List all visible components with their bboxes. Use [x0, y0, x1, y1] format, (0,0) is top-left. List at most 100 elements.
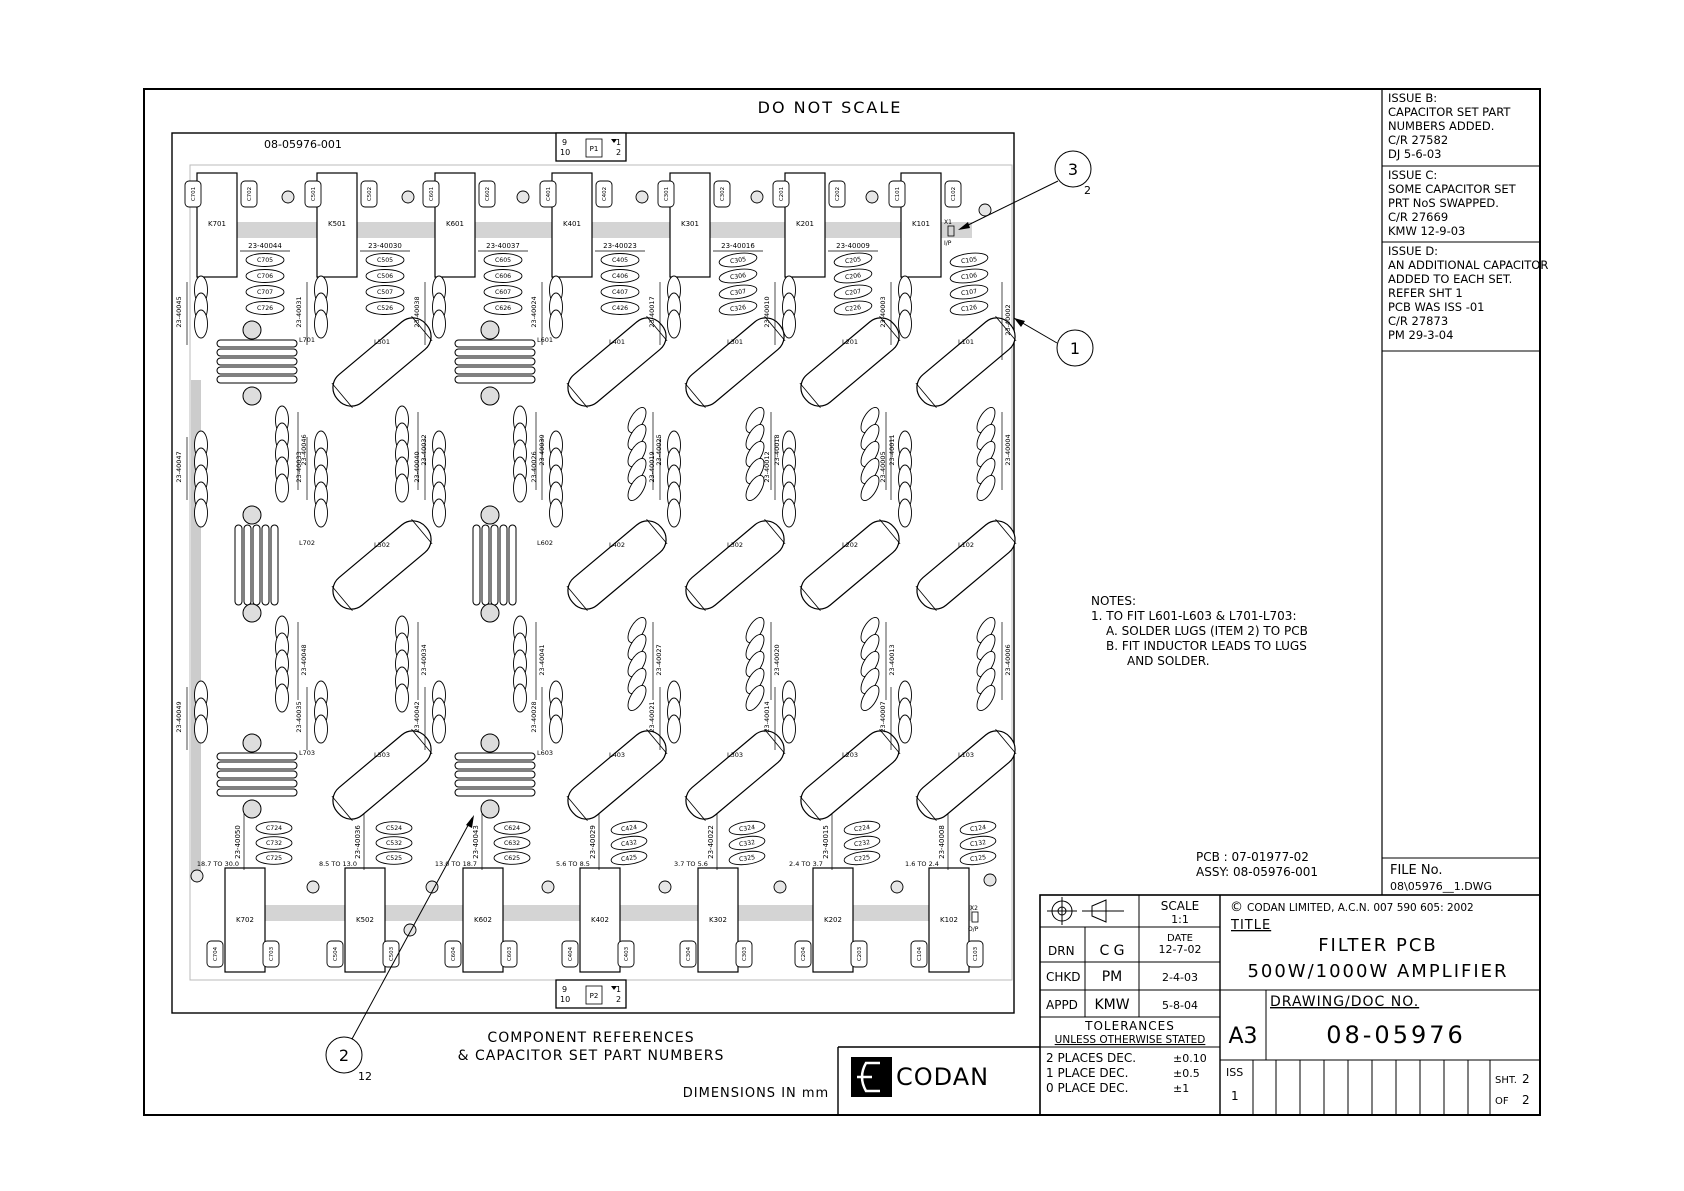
svg-text:C325: C325: [739, 854, 756, 863]
relay-cap-top-label: C202: [835, 187, 841, 201]
relay-top: [900, 172, 942, 278]
cap-stack-right: [745, 684, 765, 712]
inductor-label: L302: [727, 541, 743, 549]
appd-role: APPD: [1046, 998, 1078, 1012]
title-line-2: 500W/1000W AMPLIFIER: [1247, 961, 1508, 982]
relay-cap-top: [184, 180, 202, 208]
relay-cap-top: [539, 180, 557, 208]
inductor-label: L202: [842, 541, 858, 549]
cap-stack-right: [976, 423, 996, 451]
cap-set-number-left: 23-40005: [879, 451, 887, 482]
connector-p2-pin-10: 10: [560, 995, 570, 1004]
cap-bottom-set: C125: [959, 850, 997, 866]
cap-top-set: C606: [483, 269, 523, 283]
relay-bottom-label: K502: [356, 916, 374, 924]
cap-stack-left: [898, 309, 912, 339]
inductor-rod: [799, 316, 901, 408]
cap-stack-right: [860, 633, 880, 661]
relay-cap-top-label: C302: [720, 187, 726, 201]
appd-initials: KMW: [1094, 997, 1129, 1013]
do-not-scale-label: DO NOT SCALE: [758, 98, 903, 117]
inductor-rod: [684, 316, 786, 408]
issue-label: ISS: [1226, 1066, 1243, 1079]
svg-text:C426: C426: [612, 305, 628, 312]
note-line-2: A. SOLDER LUGS (ITEM 2) TO PCB: [1106, 624, 1308, 638]
mounting-hole: [541, 880, 555, 894]
note-line-4: AND SOLDER.: [1127, 654, 1210, 668]
inductor-label: L602: [537, 539, 553, 547]
cap-stack-right: [745, 667, 765, 695]
cap-bottom-set: C732: [255, 836, 293, 850]
cap-stack-right: [860, 616, 880, 644]
cap-set-number-right: 23-40018: [773, 434, 781, 465]
relay-top-label: K201: [796, 220, 814, 228]
revision-line: C/R 27582: [1388, 133, 1448, 147]
relay-cap-bottom-label: C603: [507, 946, 513, 961]
notes-heading: NOTES:: [1091, 594, 1136, 608]
svg-text:C407: C407: [612, 289, 628, 296]
svg-text:C524: C524: [386, 825, 402, 832]
frequency-range: 5.6 TO 8.5: [556, 860, 590, 868]
mounting-hole: [403, 923, 417, 937]
cap-bottom-set: C525: [375, 851, 413, 865]
relay-bottom-label: K702: [236, 916, 254, 924]
drawing-number-label: DRAWING/DOC NO.: [1270, 994, 1419, 1010]
svg-text:C726: C726: [257, 305, 273, 312]
cap-set-number-right: 23-40041: [538, 644, 546, 675]
cap-top-set: C205: [833, 252, 873, 268]
title-label: TITLE: [1230, 918, 1271, 933]
chkd-role: CHKD: [1046, 970, 1081, 984]
chkd-date: 2-4-03: [1162, 971, 1198, 984]
cap-bottom-set: C725: [255, 851, 293, 865]
assy-label: 08-05976-001: [264, 138, 342, 151]
revision-line: CAPACITOR SET PART: [1388, 105, 1511, 119]
relay-cap-bottom: [500, 940, 518, 968]
relay-cap-top: [888, 180, 906, 208]
cap-set-number-bottom: 23-40015: [822, 825, 830, 859]
cap-stack-right: [513, 473, 527, 503]
copyright-text: CODAN LIMITED, A.C.N. 007 590 605: 2002: [1247, 902, 1474, 914]
cap-stack-right: [976, 406, 996, 434]
cap-bottom-set: C524: [375, 821, 413, 835]
tolerance-1-place-label: 1 PLACE DEC.: [1046, 1066, 1128, 1080]
cap-stack-right: [627, 684, 647, 712]
output-ref: X2: [970, 905, 978, 912]
cap-stack-left: [667, 714, 681, 744]
mounting-hole: [306, 880, 320, 894]
cap-stack-right: [395, 683, 409, 713]
caption-line-1: COMPONENT REFERENCES: [487, 1030, 694, 1046]
cap-set-number-right: 23-40004: [1004, 434, 1012, 465]
cap-set-number-left: 23-40038: [413, 296, 421, 327]
cap-stack-left: [549, 714, 563, 744]
relay-cap-bottom: [735, 940, 753, 968]
cap-stack-left: [432, 498, 446, 528]
relay-top: [784, 172, 826, 278]
drn-initials: C G: [1099, 943, 1124, 959]
callout-item-1: 1: [1013, 317, 1094, 367]
inductor-rod: [915, 316, 1017, 408]
revision-line: PM 29-3-04: [1388, 328, 1453, 342]
title-line-1: FILTER PCB: [1318, 935, 1438, 956]
relay-bottom: [462, 867, 504, 973]
inductor-rod: [331, 519, 433, 611]
relay-cap-bottom-label: C404: [568, 946, 574, 961]
mounting-hole: [190, 869, 204, 883]
cap-stack-right: [745, 633, 765, 661]
cap-stack-right: [976, 474, 996, 502]
inductor-rod: [566, 729, 668, 821]
relay-cap-top: [944, 180, 962, 208]
relay-cap-top: [360, 180, 378, 208]
connector-p2-pin-1: 1: [616, 985, 621, 994]
caption-line-2: & CAPACITOR SET PART NUMBERS: [458, 1048, 725, 1064]
inductor-label: L702: [299, 539, 315, 547]
callout-item-3-number: 3: [1068, 160, 1078, 179]
mounting-hole: [750, 190, 764, 204]
inductor-label: L501: [374, 338, 390, 346]
inductor-label: L201: [842, 338, 858, 346]
cap-top-set: C707: [245, 285, 285, 299]
relay-cap-bottom: [910, 940, 928, 968]
cap-stack-left: [314, 714, 328, 744]
relay-cap-bottom-label: C304: [686, 946, 692, 961]
revision-line: PRT NoS SWAPPED.: [1388, 196, 1499, 210]
